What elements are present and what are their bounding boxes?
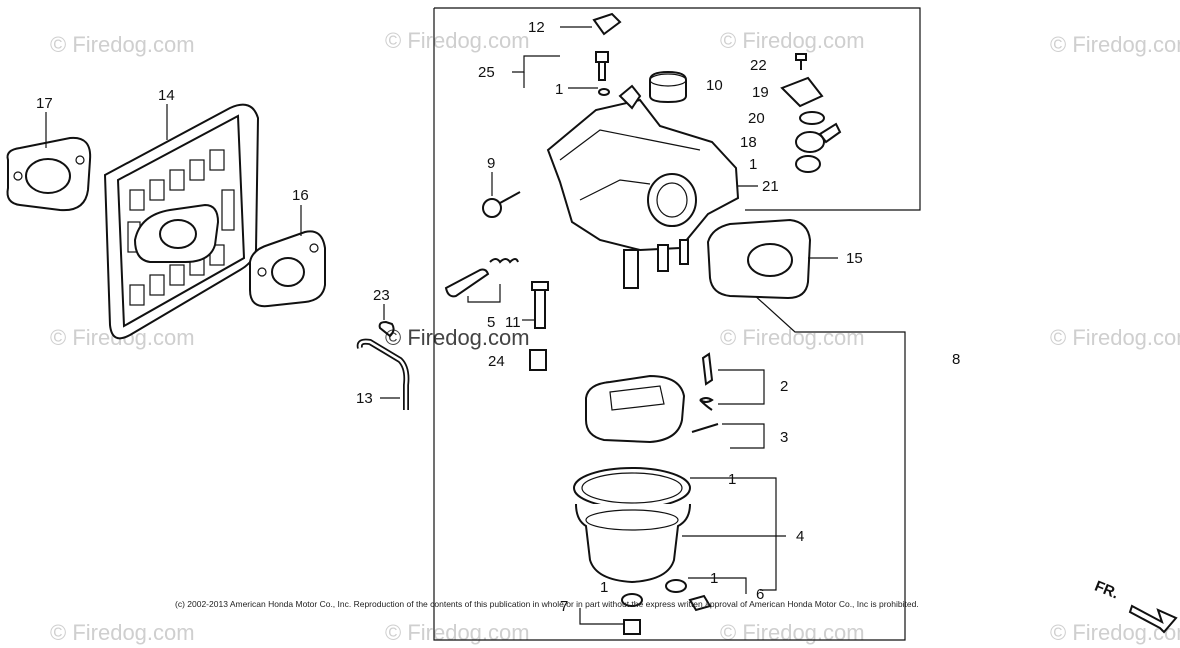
- float: [585, 374, 686, 444]
- nut-1-right: [795, 155, 821, 173]
- callout-19: 19: [752, 84, 769, 101]
- callout-3: 3: [780, 429, 788, 446]
- main-jet-11: [522, 281, 549, 329]
- callout-1-bowl: 1: [728, 471, 736, 488]
- watermark: © Firedog.com: [1050, 32, 1180, 57]
- drain-bolt-7: [579, 593, 643, 635]
- callout-7: 7: [560, 598, 568, 615]
- float-bowl-4: [573, 467, 786, 591]
- callout-11: 11: [505, 314, 521, 331]
- watermark: © Firedog.com: [385, 620, 530, 645]
- callout-1-washer: 1: [710, 570, 718, 587]
- lever-18: [795, 122, 842, 153]
- watermark: © Firedog.com: [385, 28, 530, 53]
- callout-4: 4: [796, 528, 804, 545]
- callout-1-drain: 1: [600, 579, 608, 596]
- callout-14: 14: [158, 87, 175, 104]
- callout-16: 16: [292, 187, 309, 204]
- assembly-frame: [433, 7, 921, 641]
- callout-22: 22: [750, 57, 767, 74]
- float-valve-2: [699, 352, 765, 411]
- watermark-center: © Firedog.com: [385, 325, 530, 350]
- callout-18: 18: [740, 134, 757, 151]
- tube-13: [356, 338, 410, 410]
- clip-23: [378, 304, 395, 338]
- screw-9: [482, 172, 521, 218]
- nozzle-24: [529, 349, 547, 371]
- carb-frame-top: [434, 7, 921, 211]
- callout-labels: 17 14 16 23 13 12 25 1 10 9 5 11 24 22 1…: [36, 19, 960, 615]
- watermark: © Firedog.com: [720, 620, 865, 645]
- callout-13: 13: [356, 390, 373, 407]
- gasket-15: [706, 218, 838, 300]
- washer-1-bottom: [665, 577, 747, 612]
- direction-label: FR.: [1092, 578, 1121, 603]
- float-pin-3: [691, 423, 765, 449]
- watermark: © Firedog.com: [720, 28, 865, 53]
- callout-21: 21: [762, 178, 779, 195]
- callout-15: 15: [846, 250, 863, 267]
- callout-10: 10: [706, 77, 723, 94]
- copyright-notice: (c) 2002-2013 American Honda Motor Co., …: [175, 599, 919, 609]
- callout-17: 17: [36, 95, 53, 112]
- carburetor-body-21: [546, 84, 758, 289]
- screw-25: [512, 51, 609, 88]
- callout-12: 12: [528, 19, 545, 36]
- callout-6: 6: [756, 586, 764, 603]
- plate-19: [780, 76, 824, 108]
- callout-1-top: 1: [555, 81, 563, 98]
- callout-20: 20: [748, 110, 765, 127]
- cap-10: [649, 70, 687, 104]
- washer-1-top: [568, 87, 610, 96]
- washer-20: [799, 111, 825, 125]
- screw-22: [795, 53, 807, 70]
- insulator-plate-14: [103, 103, 260, 340]
- callout-1-right: 1: [749, 156, 757, 173]
- callout-2: 2: [780, 378, 788, 395]
- knob-12: [560, 12, 622, 36]
- callout-23: 23: [373, 287, 390, 304]
- watermark: © Firedog.com: [50, 620, 195, 645]
- callout-24: 24: [488, 353, 505, 370]
- watermark: © Firedog.com: [50, 32, 195, 57]
- callout-9: 9: [487, 155, 495, 172]
- callout-8: 8: [952, 351, 960, 368]
- gasket-16: [249, 205, 326, 308]
- gasket-17: [6, 112, 92, 212]
- callout-25: 25: [478, 64, 495, 81]
- carb-frame-body: [433, 8, 906, 641]
- pilot-screw-5: [444, 258, 519, 303]
- callout-5: 5: [487, 314, 495, 331]
- watermark: © Firedog.com: [1050, 325, 1180, 350]
